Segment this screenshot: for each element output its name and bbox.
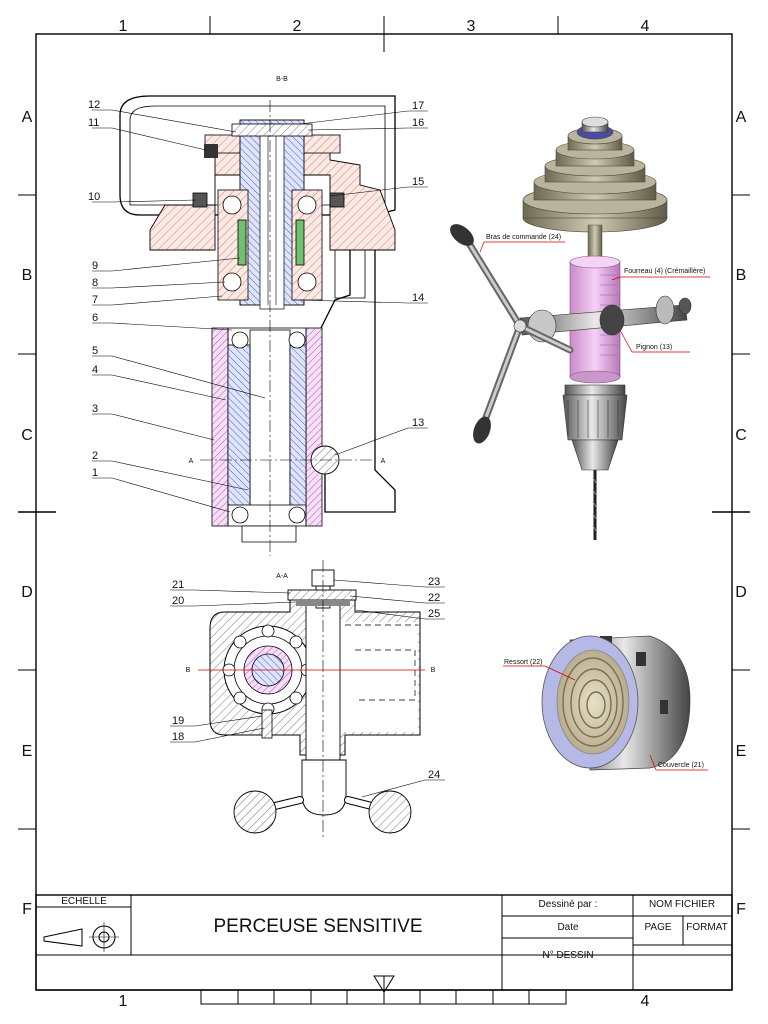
scale-label: ECHELLE	[61, 896, 107, 907]
part-num-8: 8	[92, 277, 98, 289]
row-label-b-right: B	[736, 267, 747, 284]
col-label-3: 3	[467, 18, 476, 35]
part-num-3: 3	[92, 403, 98, 415]
iso-pulley	[522, 116, 668, 233]
part-num-2: 2	[92, 450, 98, 462]
screw-18	[261, 709, 273, 739]
format-label: FORMAT	[686, 922, 727, 933]
callout-control-arm: Bras de commande (24)	[486, 234, 561, 241]
part-num-5: 5	[92, 345, 98, 357]
row-label-b: B	[22, 267, 33, 284]
drawing-title: PERCEUSE SENSITIVE	[213, 916, 422, 937]
part-num-7: 7	[92, 294, 98, 306]
row-labels-left: A B C D E F	[21, 109, 33, 918]
col-label-4: 4	[641, 18, 650, 35]
callout-pinion: Pignon (13)	[636, 344, 672, 351]
iso-control-arms	[450, 224, 574, 444]
cut-label-b-left: B	[186, 667, 191, 674]
upper-bearings	[192, 189, 345, 301]
isometric-view: Bras de commande (24) Fourreau (4) (Crém…	[450, 116, 710, 540]
housing-outline	[119, 95, 396, 513]
part-num-6: 6	[92, 312, 98, 324]
cut-label-a-right: A	[381, 458, 386, 465]
part-num-11: 11	[88, 117, 99, 129]
part-num-23: 23	[428, 576, 440, 588]
key-11	[204, 144, 218, 158]
page-label: PAGE	[644, 922, 671, 933]
column-labels-top: 1 2 3 4	[119, 18, 650, 35]
part-num-19: 19	[172, 715, 184, 727]
iso-pinion-shaft	[519, 295, 692, 343]
part-num-22: 22	[428, 592, 440, 604]
row-label-e: E	[22, 743, 33, 760]
col-label-1: 1	[119, 18, 128, 35]
row-label-e-right: E	[736, 743, 747, 760]
file-name-label: NOM FICHIER	[649, 899, 715, 910]
row-label-d-right: D	[735, 584, 747, 601]
col-label-1-bottom: 1	[119, 993, 128, 1010]
row-label-f: F	[22, 901, 32, 918]
part-num-24: 24	[428, 769, 440, 781]
row-label-c: C	[21, 427, 33, 444]
section-bb-title: B-B	[276, 76, 288, 83]
section-aa-title: A-A	[276, 573, 288, 580]
cover-21	[287, 589, 357, 601]
column-labels-bottom: 1 4	[119, 993, 650, 1010]
part-num-4: 4	[92, 364, 98, 376]
spindle-bore	[259, 123, 285, 310]
part-callouts-aa	[170, 579, 445, 798]
section-aa-view: A-A B B	[170, 560, 445, 840]
handle-hub	[301, 759, 347, 816]
callout-spring: Ressort (22)	[504, 659, 543, 666]
col-label-2: 2	[293, 18, 302, 35]
part-callouts-left	[92, 109, 266, 513]
part-num-14: 14	[412, 292, 424, 304]
projection-symbol	[43, 928, 83, 947]
part-num-17: 17	[412, 100, 424, 112]
section-bb-view: B-B	[88, 76, 428, 556]
part-num-15: 15	[412, 176, 424, 188]
row-label-f-right: F	[736, 901, 746, 918]
spring-callout-lines	[503, 665, 708, 771]
part-num-13: 13	[412, 417, 424, 429]
row-label-c-right: C	[735, 427, 747, 444]
row-label-a: A	[22, 109, 33, 126]
part-num-25: 25	[428, 608, 440, 620]
top-nut	[231, 123, 313, 137]
part-num-21: 21	[172, 579, 184, 591]
part-num-16: 16	[412, 117, 424, 129]
handle-knob-right	[368, 790, 412, 834]
title-block-text: ECHELLE PERCEUSE SENSITIVE Dessiné par :…	[61, 896, 728, 961]
iso-chuck	[562, 384, 628, 471]
spring-disk	[556, 649, 630, 755]
handle-knob-left	[233, 790, 277, 834]
drawing-number-label: N° DESSIN	[542, 950, 593, 961]
spiral-spring	[562, 657, 624, 747]
spring-cover-view: Ressort (22) Couvercle (21)	[503, 635, 708, 771]
part-num-1: 1	[92, 467, 98, 479]
part-numbers-right: 13 14 15 16 17	[412, 100, 424, 429]
row-label-d: D	[21, 584, 33, 601]
sleeve-quill	[211, 327, 323, 543]
iso-callout-lines	[479, 241, 710, 353]
drawn-by-label: Dessiné par :	[539, 899, 598, 910]
col-label-4-bottom: 4	[641, 993, 650, 1010]
part-numbers-left: 1 2 3 4 5 6 7 8 9 10 11 12	[88, 99, 100, 479]
part-num-20: 20	[172, 595, 184, 607]
part-callouts-right	[299, 110, 428, 456]
part-num-18: 18	[172, 731, 184, 743]
cut-label-a-left: A	[189, 458, 194, 465]
part-num-10: 10	[88, 191, 100, 203]
callout-sleeve: Fourreau (4) (Crémaillère)	[624, 268, 705, 275]
part-num-12: 12	[88, 99, 100, 111]
date-label: Date	[557, 922, 579, 933]
row-label-a-right: A	[736, 109, 747, 126]
title-block	[35, 894, 733, 1005]
row-labels-right: A B C D E F	[735, 109, 747, 918]
cut-label-b-right: B	[431, 667, 436, 674]
part-num-9: 9	[92, 260, 98, 272]
part-numbers-aa: 18 19 20 21 23 22 25 24	[172, 576, 440, 781]
callout-cover: Couvercle (21)	[658, 762, 704, 769]
